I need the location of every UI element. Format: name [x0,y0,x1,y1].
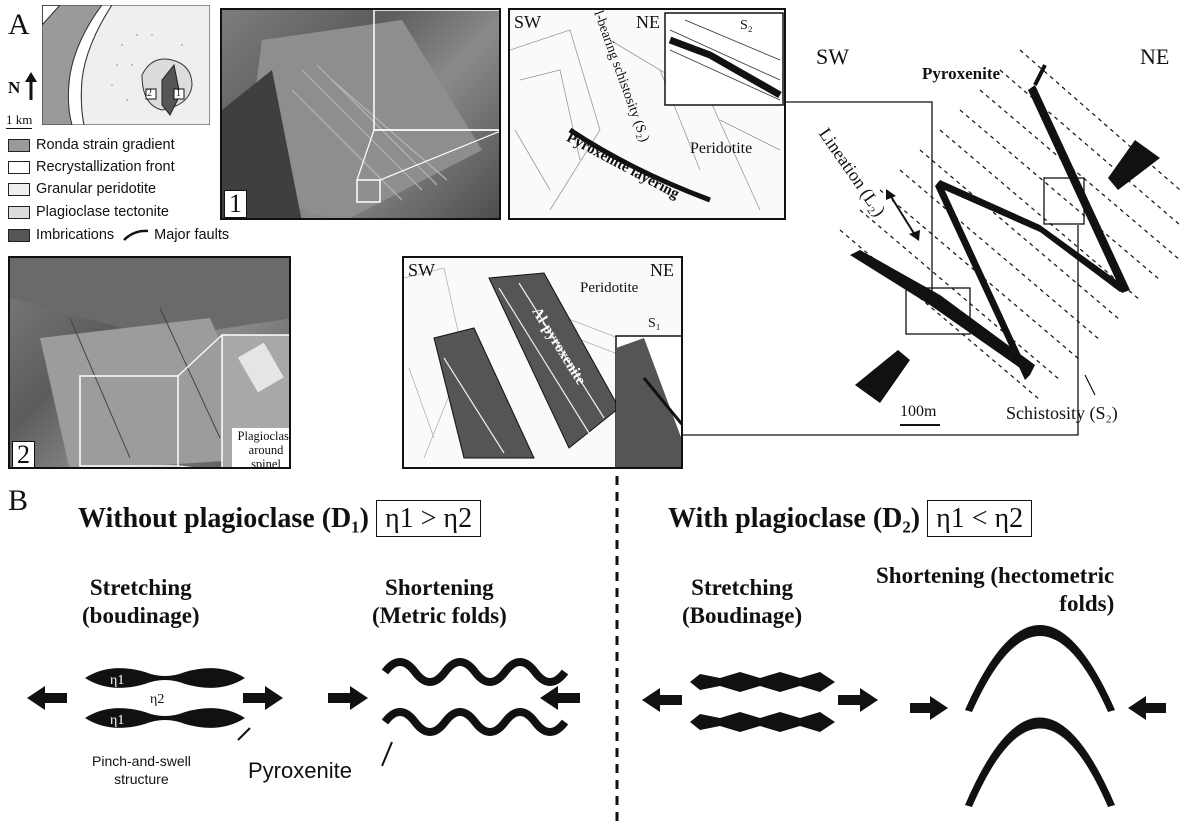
photo-1-texture [222,10,499,218]
photo-1-number: 1 [224,190,247,218]
legend-item-imbrications: Imbrications Major faults [8,227,229,243]
right-shorten-title: Shortening (hectometric folds) [876,563,1115,616]
sketch-1-peridotite: Peridotite [690,140,753,157]
arrow-left-icon [540,686,580,710]
panel-b-diagrams: η1 η1 η2 [27,625,1166,807]
photo-2-annotation: Plagioclase around spinel [232,428,289,467]
panel-a-label: A [8,8,30,41]
legend-item-granular: Granular peridotite [8,181,156,197]
major-faults-label: Major faults [154,227,230,243]
fold-scale: 100m [900,403,937,420]
sketch-1-inset-s2: S₂ [740,18,753,33]
sketch-1-ne: NE [636,12,660,32]
right-stretch-title: Stretching (Boudinage) [682,575,803,628]
field-photo-1: 1 [220,8,501,220]
left-stretch-title: Stretching (boudinage) [82,575,200,628]
legend-swatch [8,205,30,219]
arrow-left-icon [27,686,67,710]
eta1-bottom: η1 [110,713,124,728]
map-site-2: 2 [147,88,152,99]
arrow-right-icon [243,686,283,710]
arrow-right-icon [910,696,948,720]
sketch-1-sw: SW [514,12,541,32]
hectometric-folds [965,625,1115,807]
sketch-2-s1: S₁ [648,316,661,331]
legend-item-ronda: Ronda strain gradient [8,137,175,153]
boudin-layers [85,668,245,728]
arrow-left-icon [642,688,682,712]
right-title: With plagioclase (D₂) η1 < η2 [668,500,1033,537]
photo-2-number: 2 [12,441,35,467]
legend-swatch [8,182,30,196]
eta1-top: η1 [110,673,124,688]
fold-pyroxenite: Pyroxenite [922,64,1001,83]
north-arrow-icon [25,72,37,100]
left-viscosity: η1 > η2 [376,500,482,537]
sketch-2-ne: NE [650,260,674,280]
arrow-right-icon [328,686,368,710]
left-title: Without plagioclase (D₁) η1 > η2 [78,500,482,537]
field-photo-2: Plagioclase around spinel 2 [8,256,291,469]
left-shorten-title: Shortening (Metric folds) [372,575,507,628]
interpretation-sketch-2: SW NE Peridotite S₁ Al-pyroxenite [402,256,683,469]
right-viscosity: η1 < η2 [927,500,1033,537]
sketch-2-sw: SW [408,260,435,280]
arrow-right-icon [838,688,878,712]
legend-item-recrystallization: Recrystallization front [8,159,175,175]
legend-swatch [8,160,30,174]
sketch-2-drawing [404,267,681,467]
sketch-2-peridotite: Peridotite [580,280,639,296]
interpretation-sketch-1: SW NE S₂ Pl-bearing schistosity (S₂) Per… [508,8,786,220]
fold-schistosity: Schistosity (S₂) [1006,403,1118,423]
map-site-1: 1 [176,88,181,99]
eta2-label: η2 [150,692,164,707]
metric-folds [381,658,569,736]
pyroxenite-label: Pyroxenite [248,758,352,783]
photo-2-texture [10,258,289,467]
north-label: N [8,78,21,97]
map-scale-label: 1 km [6,112,33,129]
legend-item-plagioclase-tectonite: Plagioclase tectonite [8,204,169,220]
panel-b-label: B [8,484,29,517]
legend-swatch [8,138,30,152]
pinch-swell-label: Pinch-and-swell structure [92,753,191,787]
legend-swatch [8,228,30,242]
sketch-1-drawing [510,12,784,211]
fault-line-icon [123,229,149,241]
arrow-left-icon [1128,696,1166,720]
hectometric-fold-diagram [839,49,1181,426]
boudin-chain [690,672,835,732]
fold-sw: SW [816,44,849,69]
connector-lines [683,101,1079,436]
fold-ne: NE [1140,44,1170,69]
